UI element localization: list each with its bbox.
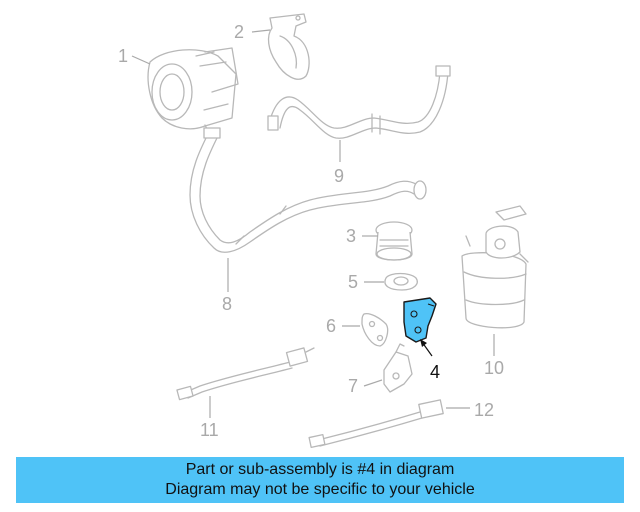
part-5-gasket	[384, 272, 418, 291]
callout-numbers: 1 2 3 4 5 6 7 8 9 10 11 12	[118, 22, 504, 440]
banner-line-disclaimer: Diagram may not be specific to your vehi…	[165, 481, 475, 498]
part-10-canister	[461, 205, 529, 329]
part-8-hose	[189, 127, 427, 253]
part-3-connector	[375, 221, 413, 261]
banner-line-part-number: Part or sub-assembly is #4 in diagram	[185, 461, 455, 478]
part-6-plate	[361, 312, 389, 347]
info-banner: Part or sub-assembly is #4 in diagram Di…	[16, 457, 624, 503]
part-7-bracket	[383, 343, 413, 393]
callout-8: 8	[222, 294, 232, 314]
leader-2	[251, 29, 271, 33]
leader-lines	[131, 29, 495, 418]
callout-11: 11	[200, 420, 219, 440]
callout-5: 5	[348, 272, 358, 292]
leader-1	[131, 55, 151, 65]
part-9-hose	[267, 65, 451, 139]
part-1-air-pump	[147, 47, 239, 133]
callout-6: 6	[326, 316, 336, 336]
callout-2: 2	[234, 22, 244, 42]
callout-7: 7	[348, 376, 358, 396]
callout-1: 1	[118, 46, 128, 66]
leader-4-arrowhead	[420, 339, 427, 347]
part-11-sensor	[176, 347, 315, 401]
parts-diagram: 1 2 3 4 5 6 7 8 9 10 11 12	[118, 13, 529, 448]
part-12-sensor	[308, 399, 444, 448]
callout-12: 12	[474, 400, 494, 420]
callout-10: 10	[484, 358, 504, 378]
part-2-bracket	[267, 13, 310, 80]
callout-3: 3	[346, 226, 356, 246]
leader-7	[363, 379, 383, 387]
callout-9: 9	[334, 166, 344, 186]
callout-4: 4	[430, 362, 440, 382]
part-4-bracket-highlighted[interactable]	[403, 297, 437, 343]
